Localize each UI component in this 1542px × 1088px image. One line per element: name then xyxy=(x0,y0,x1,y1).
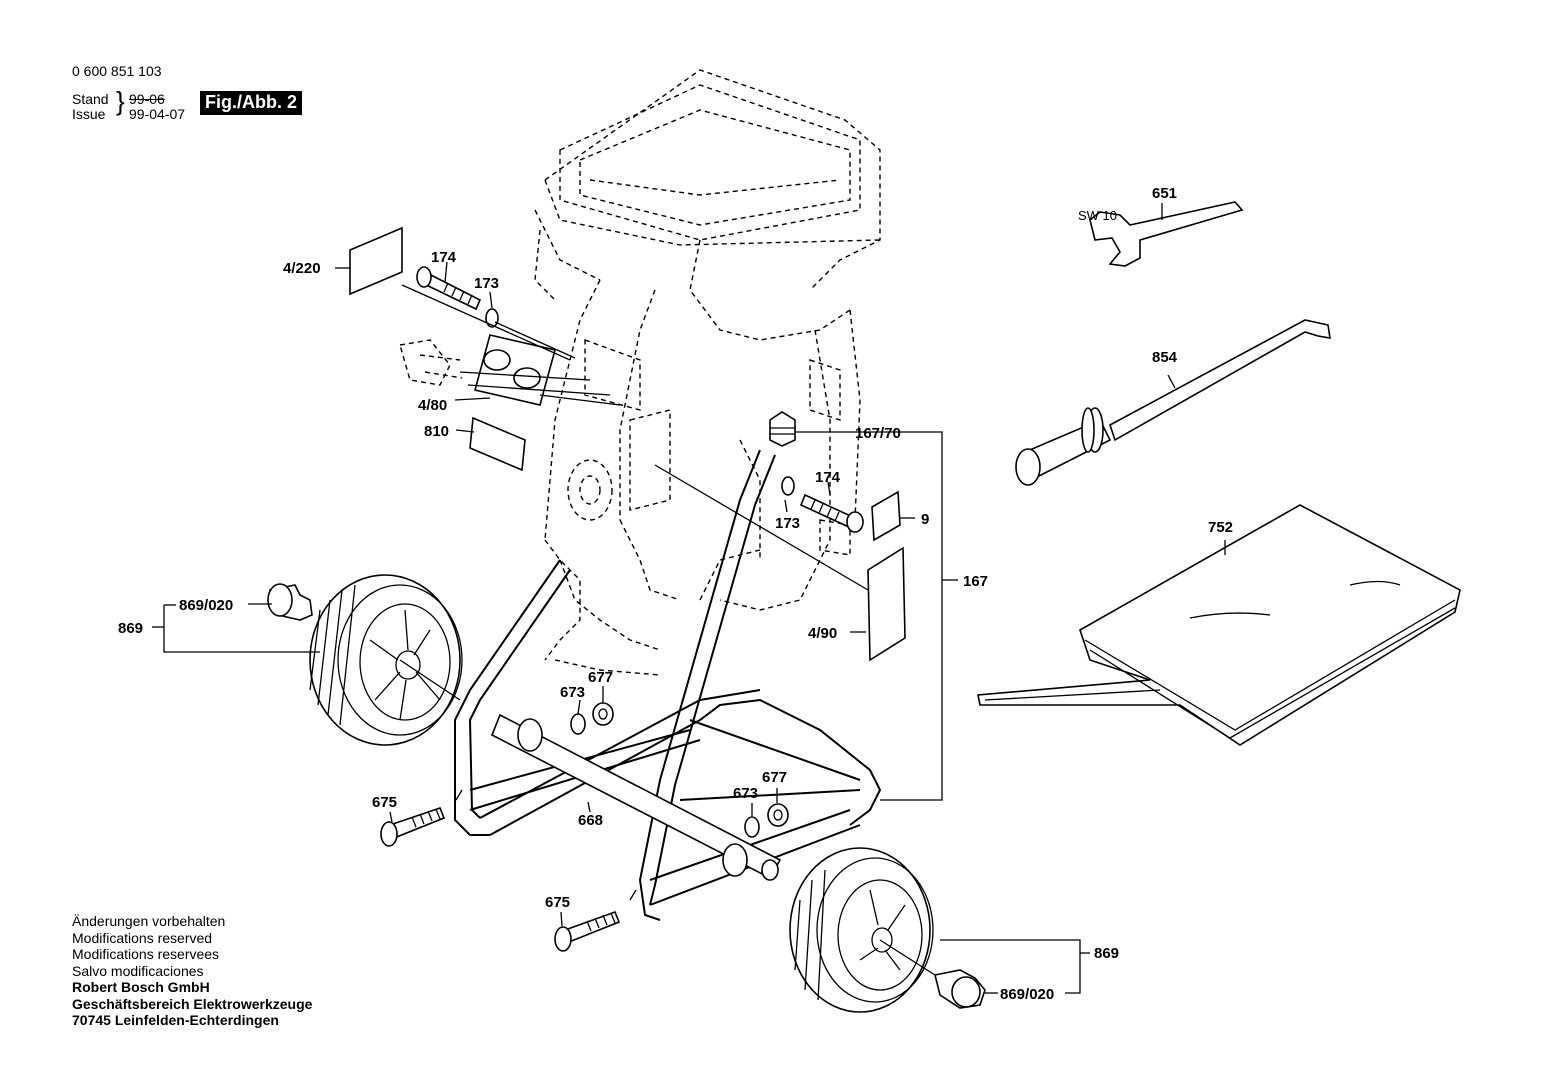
issue-label: Issue xyxy=(72,106,106,122)
brace: } xyxy=(116,86,125,116)
bolt-675-left xyxy=(380,806,446,847)
label-668: 668 xyxy=(578,812,603,829)
frame-167 xyxy=(454,449,882,921)
stand-label: Stand xyxy=(72,91,109,107)
washer-nut-673-677-right xyxy=(744,803,789,838)
label-plate-9 xyxy=(871,490,901,542)
footer-division: Geschäftsbereich Elektrowerkzeuge xyxy=(72,995,313,1012)
issue-value: 99-04-07 xyxy=(129,106,186,122)
label-plate-4-220 xyxy=(349,226,403,296)
bag-752 xyxy=(977,504,1461,746)
bolt-174-mid xyxy=(781,476,864,533)
label-174-mid: 174 xyxy=(815,469,841,486)
footer-notes: Änderungen vorbehalten Modifications res… xyxy=(72,913,312,1029)
footer-company: Robert Bosch GmbH xyxy=(72,979,210,995)
footer-line-2: Modifications reserved xyxy=(72,929,213,946)
shredder-body-outline xyxy=(399,69,881,676)
bolt-675-right xyxy=(554,910,621,952)
label-4-220: 4/220 xyxy=(283,260,321,277)
label-4-80: 4/80 xyxy=(418,397,447,414)
label-673-right: 673 xyxy=(733,785,758,802)
bolt-174-top xyxy=(416,266,499,328)
footer-line-3: Modifications reservees xyxy=(72,946,220,962)
label-4-90: 4/90 xyxy=(808,625,837,642)
handle-854 xyxy=(1015,319,1331,486)
wheel-869-right xyxy=(789,847,986,1013)
label-677-right: 677 xyxy=(762,769,787,786)
label-854: 854 xyxy=(1152,349,1178,366)
label-675-right: 675 xyxy=(545,894,570,911)
figure-label: Fig./Abb. 2 xyxy=(200,91,302,115)
label-167-70: 167/70 xyxy=(855,425,901,442)
wrench-651 xyxy=(1089,201,1244,267)
label-plate-4-90 xyxy=(867,546,906,662)
label-810: 810 xyxy=(424,423,449,440)
label-752: 752 xyxy=(1208,519,1233,536)
label-651: 651 xyxy=(1152,185,1177,202)
cap-167-70 xyxy=(769,411,796,447)
label-869-020-left: 869/020 xyxy=(179,597,233,614)
label-173-mid: 173 xyxy=(775,515,800,532)
label-673-left: 673 xyxy=(560,684,585,701)
wheel-869-left xyxy=(267,574,463,746)
washer-nut-673-677-left xyxy=(570,702,614,735)
label-173-top: 173 xyxy=(474,275,499,292)
document-number: 0 600 851 103 xyxy=(72,63,162,79)
footer-address: 70745 Leinfelden-Echterdingen xyxy=(72,1012,279,1028)
stand-value: 99-06 xyxy=(129,91,165,107)
label-plate-810 xyxy=(469,416,526,472)
leader-lines xyxy=(152,203,1226,994)
label-677-left: 677 xyxy=(588,669,613,686)
label-869-020-right: 869/020 xyxy=(1000,986,1054,1003)
label-sw10: SW 10 xyxy=(1078,208,1117,223)
label-675-left: 675 xyxy=(372,794,397,811)
label-9: 9 xyxy=(921,511,929,528)
part-labels: 4/220 174 173 4/80 810 167/70 174 173 9 … xyxy=(118,185,1233,1003)
label-plate-4-80 xyxy=(474,334,556,406)
label-869-left: 869 xyxy=(118,620,143,637)
label-174-top: 174 xyxy=(431,249,457,266)
footer-line-1: Änderungen vorbehalten xyxy=(72,913,226,929)
label-167: 167 xyxy=(963,573,988,590)
footer-line-4: Salvo modificaciones xyxy=(72,962,204,979)
label-869-right: 869 xyxy=(1094,945,1119,962)
